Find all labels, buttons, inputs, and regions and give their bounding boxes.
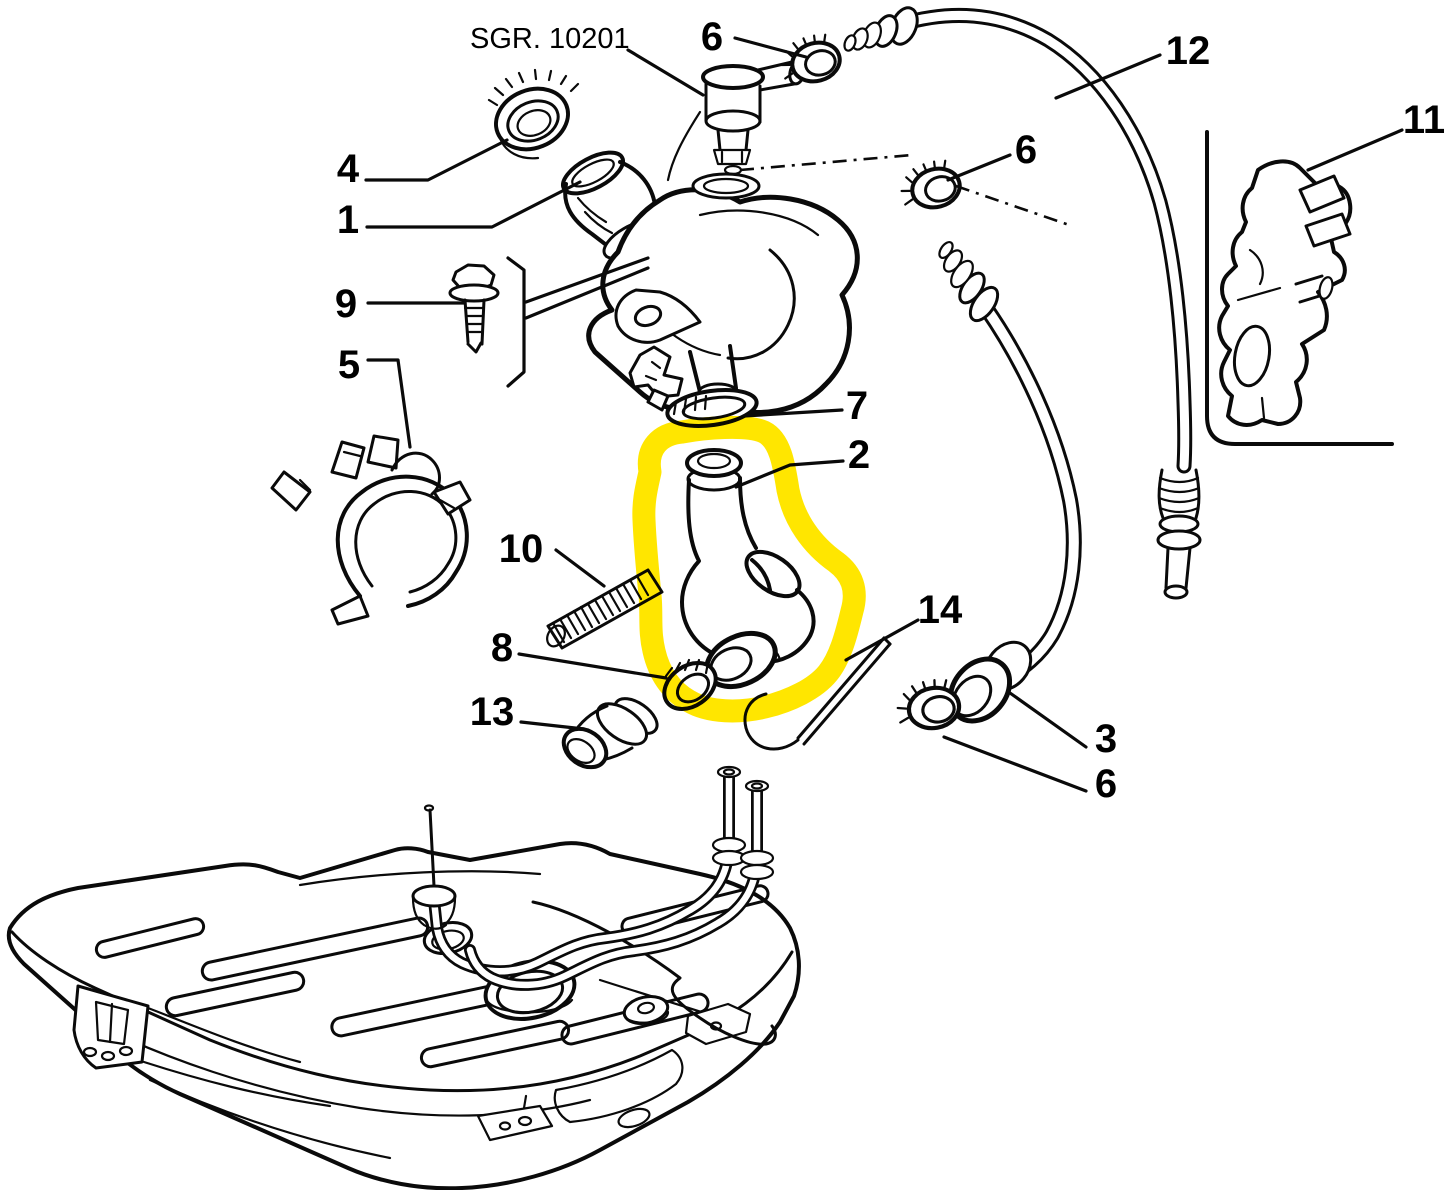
callout-11: 11 xyxy=(1403,98,1445,142)
callout-6-top: 6 xyxy=(701,15,723,59)
part-13-grommet xyxy=(561,697,659,770)
callout-14: 14 xyxy=(918,588,963,632)
callout-9: 9 xyxy=(335,282,357,326)
highlight-marker-ring xyxy=(632,415,866,723)
callout-1: 1 xyxy=(337,198,359,242)
part-12-hose xyxy=(843,6,1202,600)
tank-vent-cap xyxy=(622,994,670,1026)
part-5-clamp-bracket xyxy=(270,434,472,626)
part-10-rod xyxy=(546,568,664,650)
part-2-hose xyxy=(680,448,816,690)
leader-lines xyxy=(364,36,1404,793)
callout-6-bottom: 6 xyxy=(1095,762,1117,806)
part-6-clamp-middle xyxy=(894,154,967,218)
callout-5: 5 xyxy=(338,343,360,387)
tank-sender-cap xyxy=(411,804,457,930)
callout-7: 7 xyxy=(846,384,868,428)
callout-8: 8 xyxy=(491,626,513,670)
assembly-axis-line2 xyxy=(955,184,1073,228)
part-4-cap xyxy=(487,68,580,160)
fuel-tank-drawing xyxy=(6,765,801,1190)
assembly-bracket-lines xyxy=(506,256,650,388)
sgr-reference-label: SGR. 10201 xyxy=(470,23,630,55)
callout-12: 12 xyxy=(1166,29,1211,73)
fuel-pipes xyxy=(428,765,775,991)
tank-mounting-tab xyxy=(476,1094,554,1142)
part-1-breather-body xyxy=(561,150,860,415)
callout-3: 3 xyxy=(1095,717,1117,761)
callout-6-mid: 6 xyxy=(1015,128,1037,172)
part-9-screw xyxy=(448,263,500,354)
part-3-hose xyxy=(938,240,1082,724)
callout-labels: SGR. 10201 6 12 11 4 6 1 9 5 7 2 10 14 8… xyxy=(335,15,1445,806)
part-11-bracket xyxy=(1205,130,1394,446)
part-6-clamp-top xyxy=(774,28,847,92)
sgr-valve xyxy=(666,60,815,182)
callout-2: 2 xyxy=(848,433,870,477)
assembly-axis-line xyxy=(739,153,913,172)
callout-10: 10 xyxy=(499,527,544,571)
tank-strap-plate xyxy=(72,984,332,1108)
callout-13: 13 xyxy=(470,690,515,734)
callout-4: 4 xyxy=(337,147,360,191)
